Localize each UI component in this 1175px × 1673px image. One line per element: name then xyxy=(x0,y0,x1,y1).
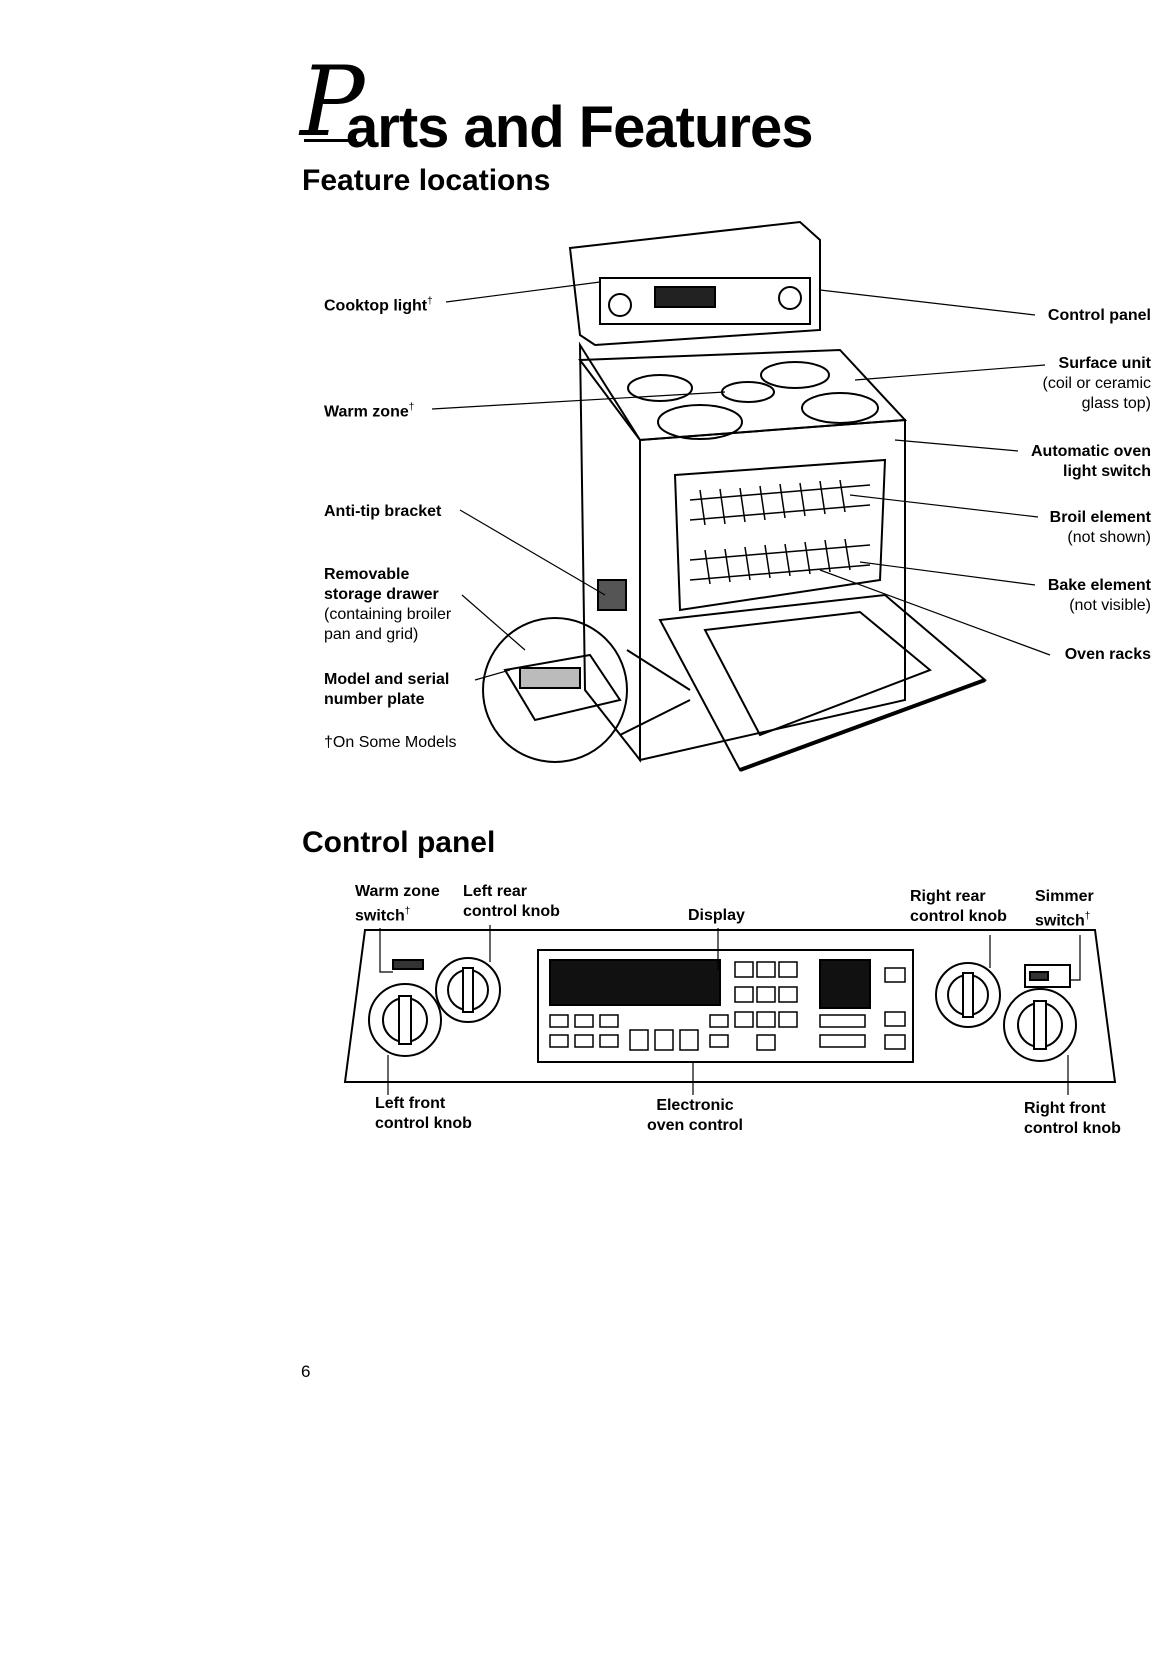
warm-zone-switch-shape xyxy=(392,959,424,970)
display-window xyxy=(549,959,721,1006)
page-number: 6 xyxy=(301,1362,311,1381)
title-initial: P xyxy=(300,46,365,158)
clock-display xyxy=(819,959,871,1009)
control-panel-outline xyxy=(343,929,1117,1083)
burner-front-right xyxy=(801,392,879,424)
right-front-knob xyxy=(1003,988,1077,1062)
console-knob-right xyxy=(778,286,802,310)
section-heading-control-panel: Control panel xyxy=(302,826,496,859)
left-front-knob xyxy=(368,983,442,1057)
label-display: Display xyxy=(688,907,745,924)
feature-leader-lines xyxy=(431,281,1051,681)
title-text: arts and Features xyxy=(346,95,814,160)
control-console xyxy=(599,277,811,325)
label-bake-element: Bake element(not visible) xyxy=(1047,577,1151,614)
burner-rear-left xyxy=(627,374,693,402)
oven-rack-upper xyxy=(689,479,871,526)
oven-door-handle xyxy=(739,678,986,772)
console-display xyxy=(654,286,716,308)
oven-door-window xyxy=(703,610,932,737)
electronic-oven-control xyxy=(537,949,914,1063)
oven-rack-lower xyxy=(689,538,871,585)
burner-front-left xyxy=(657,404,743,440)
label-anti-tip-bracket: Anti-tip bracket xyxy=(324,503,442,520)
label-warm-zone: Warm zone† xyxy=(324,402,415,421)
drawer-inset-circle xyxy=(482,617,628,763)
backguard-outline xyxy=(568,220,821,347)
label-cooktop-light: Cooktop light† xyxy=(324,296,433,315)
label-broil-element: Broil element(not shown) xyxy=(1049,509,1151,546)
broiler-pan xyxy=(519,667,581,689)
console-knob-left xyxy=(608,293,632,317)
footnote: †On Some Models xyxy=(324,734,457,751)
label-control-panel: Control panel xyxy=(1047,307,1151,324)
inset-connector-2 xyxy=(619,699,691,736)
label-oven-racks: Oven racks xyxy=(1064,646,1151,663)
inset-connector-1 xyxy=(626,649,691,691)
drawer-shape xyxy=(503,653,622,722)
panel-leader-lines xyxy=(379,925,1081,1095)
burner-rear-right xyxy=(760,361,830,389)
section-heading-feature-locations: Feature locations xyxy=(302,164,551,197)
simmer-switch-shape xyxy=(1024,964,1071,988)
range-front xyxy=(639,418,906,762)
oven-cavity xyxy=(673,458,887,612)
keypad xyxy=(549,961,906,1051)
anti-tip-bracket-shape xyxy=(597,579,627,611)
left-rear-knob xyxy=(435,957,501,1023)
right-rear-knob xyxy=(935,962,1001,1028)
